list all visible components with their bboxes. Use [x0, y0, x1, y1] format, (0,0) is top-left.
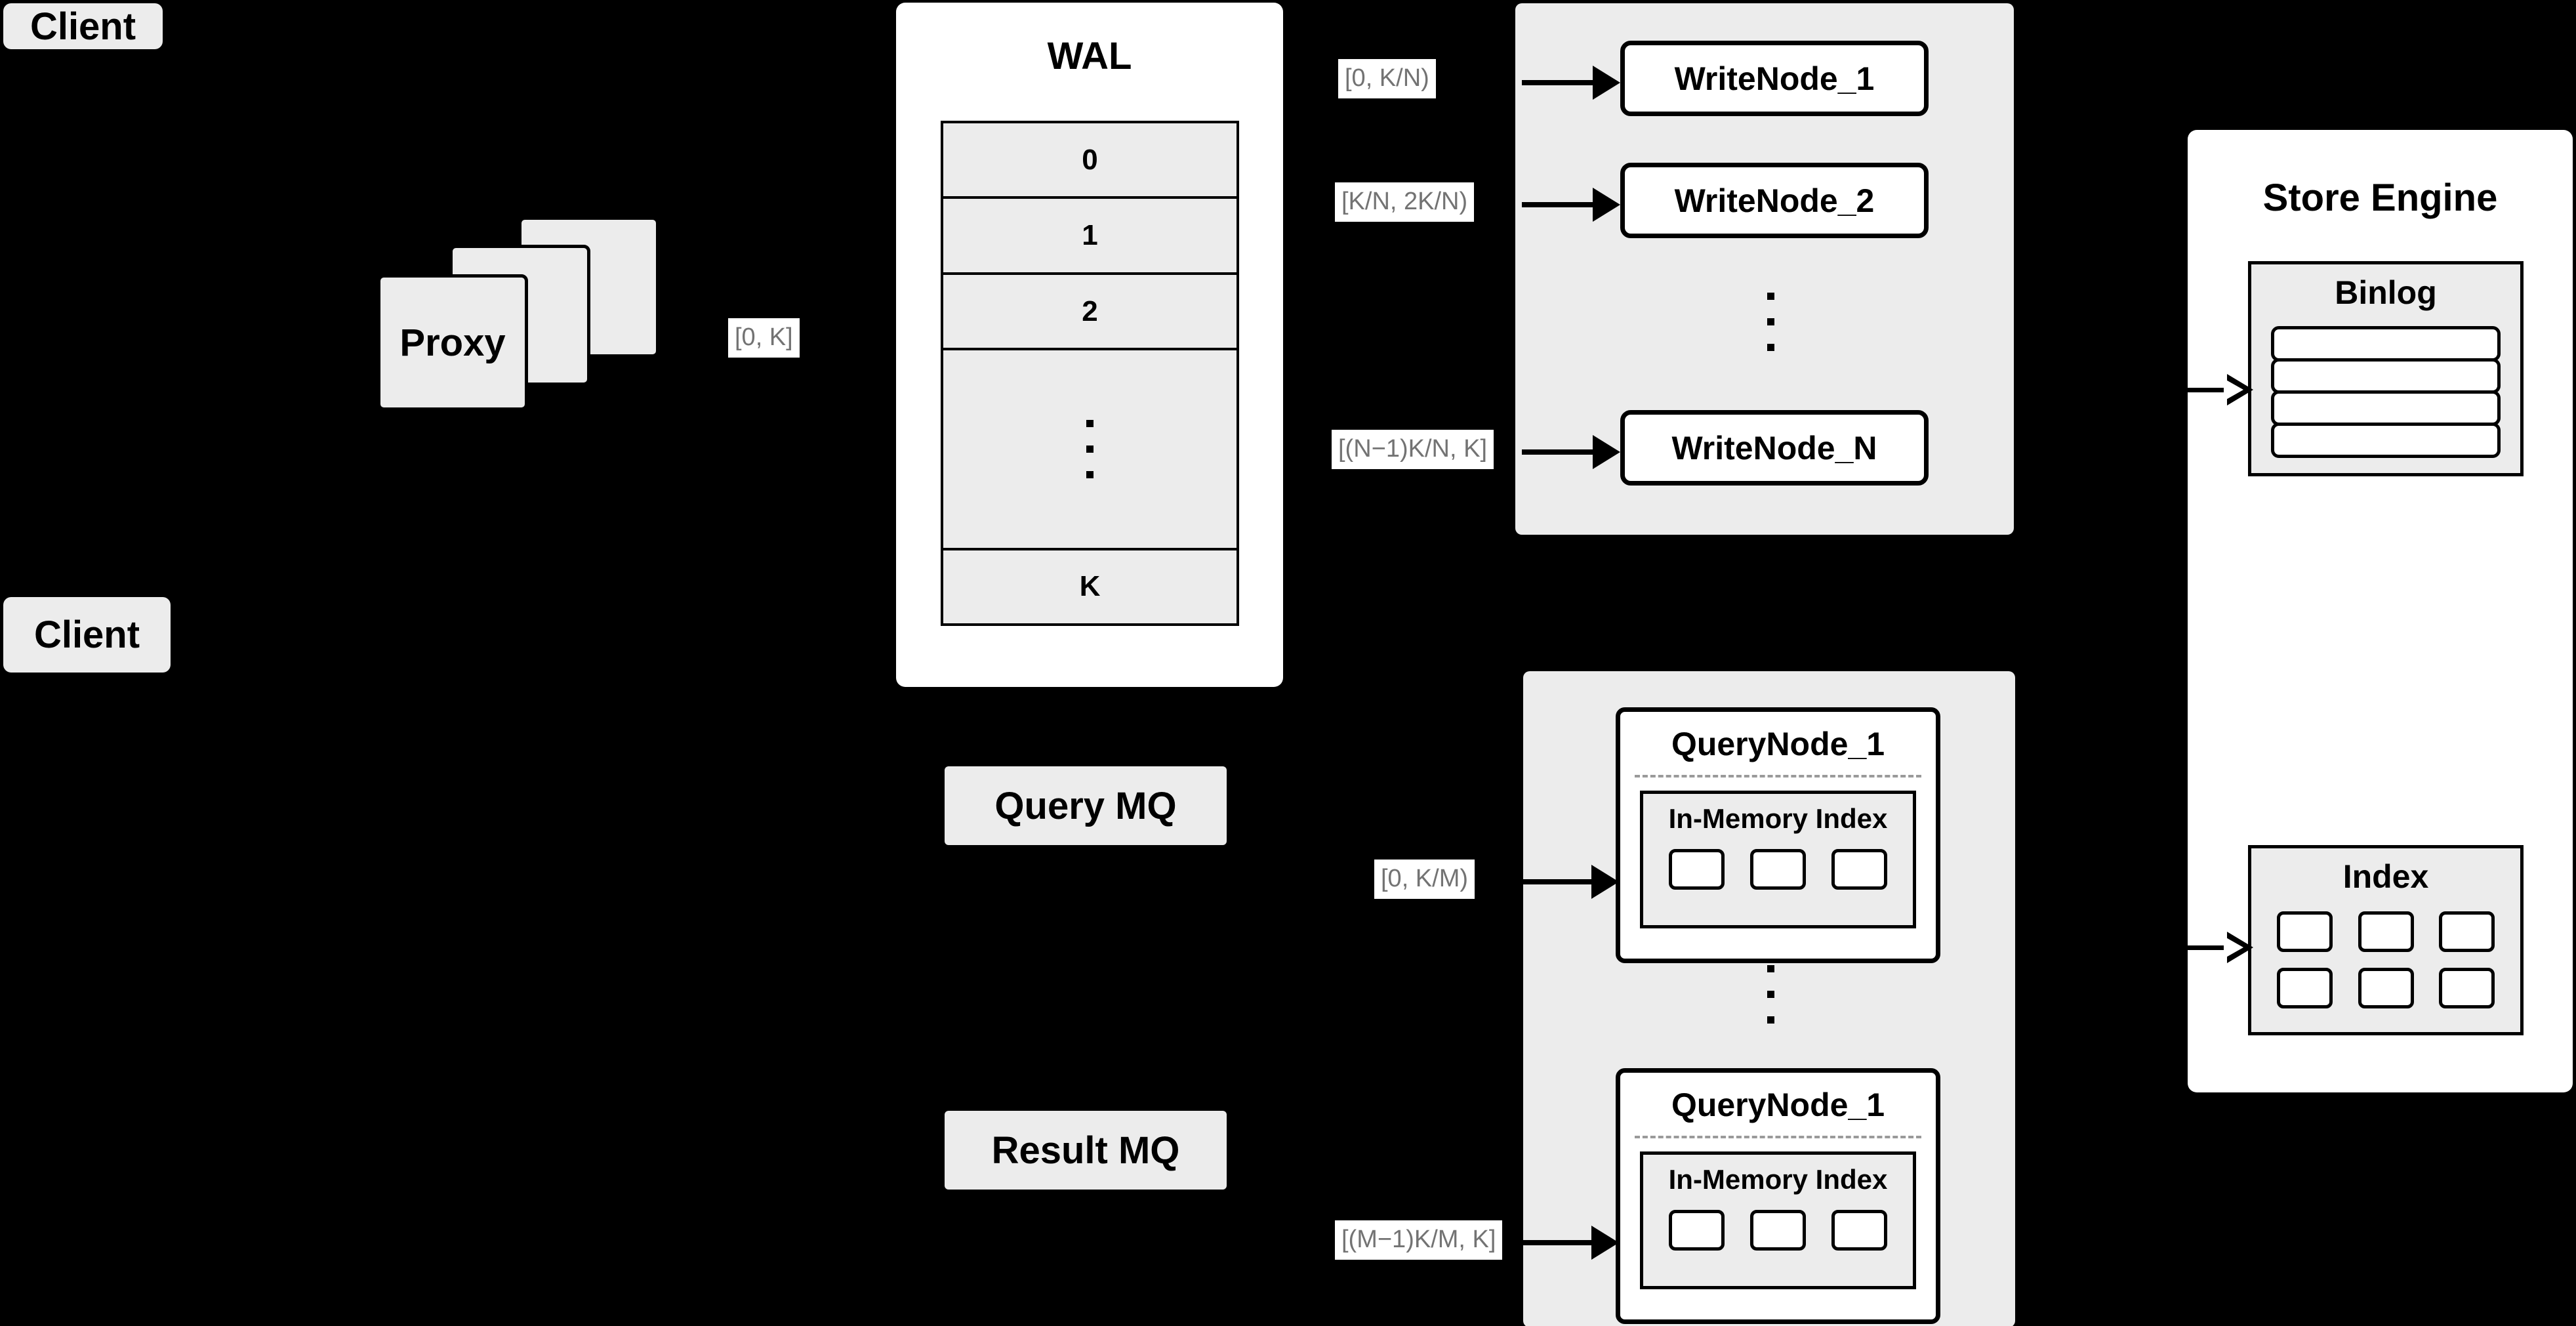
index-chip [1750, 1210, 1806, 1251]
wal-row-2: 2 [943, 275, 1237, 351]
store-index-title: Index [2342, 858, 2429, 895]
arrow-to-query-node-2 [1521, 1226, 1619, 1260]
arrow-to-write-node-2 [1522, 188, 1620, 222]
binlog-title: Binlog [2335, 274, 2437, 311]
store-index-chip [2276, 968, 2333, 1008]
query-node-2-range-label: [(M−1)K/M, K] [1335, 1220, 1503, 1260]
query-node-2-index-title: In-Memory Index [1668, 1164, 1888, 1195]
index-chip [1831, 1210, 1887, 1251]
query-node-1-inmemory-index: In-Memory Index [1640, 791, 1916, 928]
store-index-panel: Index [2248, 845, 2524, 1035]
write-node-n[interactable]: WriteNode_N [1620, 410, 1929, 486]
wal-cell-0: 0 [1082, 143, 1098, 176]
arrow-shaft [1521, 1240, 1591, 1245]
store-index-chip [2276, 911, 2333, 952]
vertical-ellipsis-icon [1086, 411, 1094, 487]
store-index-chip [2358, 911, 2414, 952]
write-node-2-range: [K/N, 2K/N) [1335, 182, 1475, 222]
write-node-n-range-label: [(N−1)K/N, K] [1332, 430, 1494, 469]
wal-table: 0 1 2 K [941, 121, 1239, 626]
store-index-chip [2439, 911, 2495, 952]
proxy-stack[interactable]: Proxy [377, 217, 666, 440]
query-group-ellipsis-icon [1761, 938, 1780, 1050]
arrow-right-open-icon [2224, 374, 2253, 405]
query-node-2-inmemory-index: In-Memory Index [1640, 1151, 1916, 1289]
query-mq-node[interactable]: Query MQ [945, 766, 1227, 845]
proxy-label: Proxy [399, 321, 506, 364]
arrow-right-solid-icon [1591, 1226, 1619, 1260]
client-node-1-label: Client [30, 5, 136, 48]
wal-row-ellipsis [943, 350, 1237, 550]
arrow-to-write-node-1 [1522, 66, 1620, 100]
write-node-2[interactable]: WriteNode_2 [1620, 163, 1929, 238]
query-node-1-range: [0, K/M) [1374, 860, 1475, 899]
wal-cell-1: 1 [1082, 219, 1098, 252]
query-node-2-label: QueryNode_1 [1671, 1087, 1885, 1123]
arrow-shaft [2188, 945, 2227, 950]
query-node-1-index-title: In-Memory Index [1668, 803, 1888, 834]
proxy-card-front[interactable]: Proxy [377, 274, 528, 411]
proxy-output-range: [0, K] [728, 318, 800, 358]
result-mq-node[interactable]: Result MQ [945, 1111, 1227, 1190]
wal-title: WAL [1047, 35, 1132, 77]
write-node-1-label: WriteNode_1 [1674, 60, 1875, 97]
write-node-1-range: [0, K/N) [1338, 59, 1436, 98]
query-node-1-label: QueryNode_1 [1671, 726, 1885, 762]
query-node-1-divider [1635, 775, 1921, 777]
query-node-1[interactable]: QueryNode_1 In-Memory Index [1616, 707, 1940, 963]
arrow-shaft [1522, 202, 1593, 207]
wal-cell-2: 2 [1082, 295, 1098, 327]
binlog-row [2271, 390, 2501, 426]
arrow-right-solid-icon [1593, 435, 1620, 469]
arrow-shaft [1522, 80, 1593, 85]
client-node-2[interactable]: Client [3, 597, 171, 673]
index-chip [1669, 849, 1725, 890]
arrow-to-query-node-1 [1521, 865, 1619, 899]
write-node-1[interactable]: WriteNode_1 [1620, 41, 1929, 116]
binlog-panel: Binlog [2248, 261, 2524, 476]
wal-cell-k: K [1079, 570, 1101, 603]
wal-row-k: K [943, 550, 1237, 623]
index-chip [1669, 1210, 1725, 1251]
write-node-1-range-label: [0, K/N) [1338, 59, 1436, 98]
arrow-right-open-icon [2224, 932, 2253, 963]
binlog-row [2271, 326, 2501, 362]
write-group-ellipsis-icon [1761, 269, 1780, 374]
arrow-right-solid-icon [1593, 188, 1620, 222]
wal-panel: WAL 0 1 2 K [896, 3, 1283, 687]
write-node-n-range: [(N−1)K/N, K] [1332, 430, 1494, 469]
index-chip [1831, 849, 1887, 890]
write-node-n-label: WriteNode_N [1671, 429, 1877, 466]
result-mq-label: Result MQ [991, 1129, 1180, 1172]
write-node-2-label: WriteNode_2 [1674, 182, 1875, 219]
wal-row-0: 0 [943, 123, 1237, 199]
wal-row-1: 1 [943, 199, 1237, 275]
index-chip [1750, 849, 1806, 890]
write-node-2-range-label: [K/N, 2K/N) [1335, 182, 1475, 222]
client-node-2-label: Client [33, 613, 140, 656]
binlog-row [2271, 423, 2501, 458]
arrow-to-binlog [2188, 374, 2253, 405]
store-index-chip [2439, 968, 2495, 1008]
arrow-shaft [1521, 879, 1591, 884]
store-index-chip [2358, 968, 2414, 1008]
arrow-right-solid-icon [1593, 66, 1620, 100]
query-node-2[interactable]: QueryNode_1 In-Memory Index [1616, 1068, 1940, 1324]
client-node-1[interactable]: Client [3, 3, 163, 49]
binlog-row [2271, 358, 2501, 394]
query-node-1-range-label: [0, K/M) [1374, 860, 1475, 899]
arrow-right-solid-icon [1591, 865, 1619, 899]
query-node-2-range: [(M−1)K/M, K] [1335, 1220, 1503, 1260]
query-node-2-divider [1635, 1136, 1921, 1138]
arrow-shaft [2188, 387, 2227, 392]
arrow-to-write-node-n [1522, 435, 1620, 469]
arrow-shaft [1522, 449, 1593, 455]
store-engine-title: Store Engine [2262, 176, 2498, 219]
arrow-to-store-index [2188, 932, 2253, 963]
query-mq-label: Query MQ [994, 784, 1177, 827]
proxy-output-range-label: [0, K] [728, 318, 800, 358]
